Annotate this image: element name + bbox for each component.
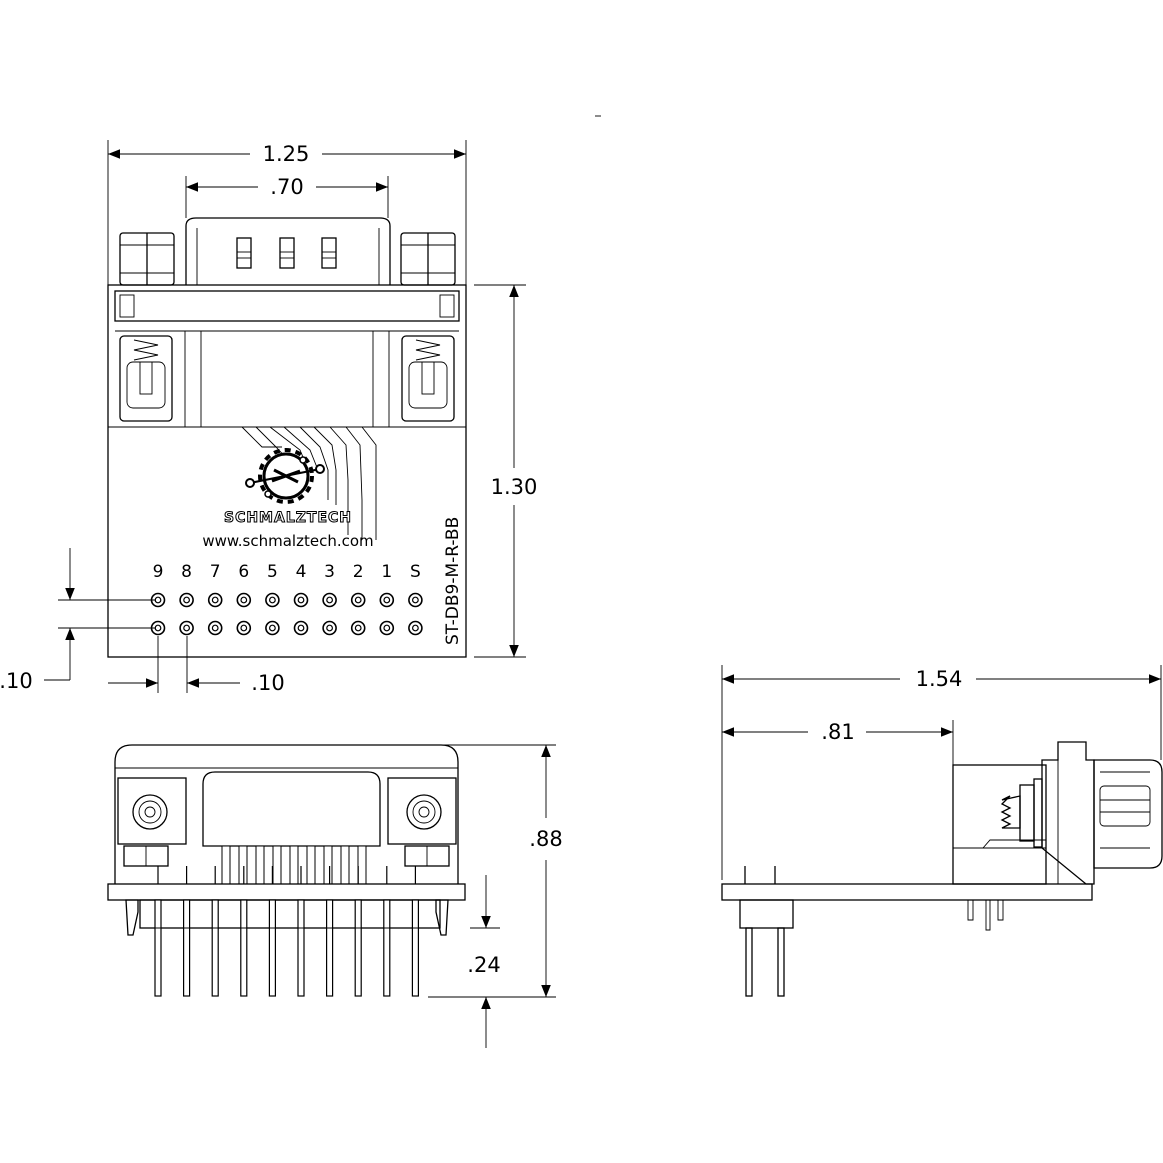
pin-label: 7 xyxy=(210,562,221,582)
part-number: ST-DB9-M-R-BB xyxy=(443,517,463,645)
pin-label: 2 xyxy=(353,562,364,582)
header-pin xyxy=(268,899,276,997)
pin-label: S xyxy=(410,562,421,582)
pin-label: 1 xyxy=(381,562,392,582)
brand-url: www.schmalztech.com xyxy=(202,532,373,550)
dim-top-height-label: 1.30 xyxy=(491,475,538,499)
dim-front-height-label: .88 xyxy=(529,827,562,851)
header-pin xyxy=(411,899,419,997)
schmalztech-logo-icon xyxy=(245,448,325,504)
pin-label: 3 xyxy=(324,562,335,582)
header-holes xyxy=(150,592,423,636)
header-pin xyxy=(240,899,248,997)
brand-name: SCHMALZTECH xyxy=(224,510,352,526)
pin-label: 8 xyxy=(181,562,192,582)
header-pin xyxy=(211,899,219,997)
header-pin xyxy=(383,899,391,997)
dim-side-length-label: 1.54 xyxy=(916,667,963,691)
header-pin xyxy=(297,899,305,997)
dim-top-width-label: 1.25 xyxy=(263,142,310,166)
pin-label: 6 xyxy=(238,562,249,582)
dim-pin-length-label: .24 xyxy=(467,953,500,977)
pin-label: 9 xyxy=(153,562,164,582)
top-view: 1.25 .70 xyxy=(0,140,537,695)
front-view: .88 .24 xyxy=(107,744,563,1048)
header-pin xyxy=(354,899,362,997)
dim-pitch-horizontal-label: .10 xyxy=(251,671,284,695)
pin-label: 5 xyxy=(267,562,278,582)
header-pin xyxy=(326,899,334,997)
dim-pitch-vertical-label: .10 xyxy=(0,669,33,693)
header-pin xyxy=(183,899,191,997)
pin-label: 4 xyxy=(296,562,307,582)
header-pin xyxy=(154,899,162,997)
dim-connector-width-label: .70 xyxy=(270,175,303,199)
dim-side-offset-label: .81 xyxy=(821,720,854,744)
side-view: 1.54 .81 xyxy=(721,665,1163,997)
